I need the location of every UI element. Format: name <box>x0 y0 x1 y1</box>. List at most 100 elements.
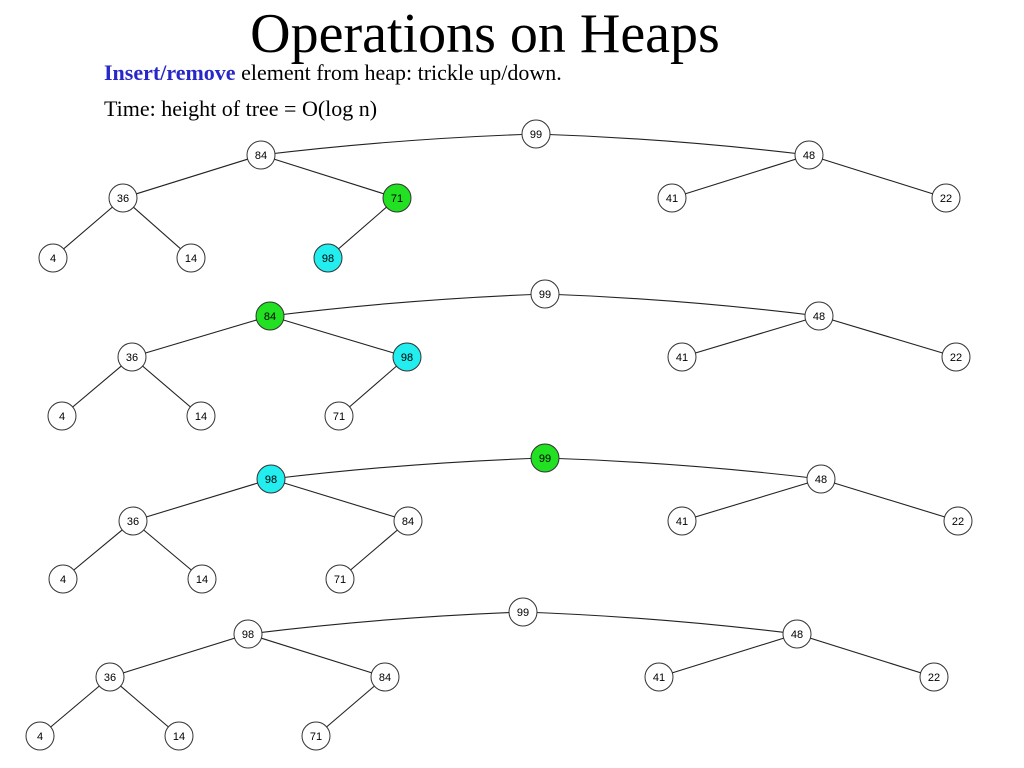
heap-node-label: 99 <box>517 607 529 619</box>
heap-node-label: 98 <box>242 629 254 641</box>
heap-node-circle <box>187 564 217 594</box>
tree-edge <box>270 478 409 522</box>
heap-node-label: 48 <box>791 629 803 641</box>
heap-node-circle <box>164 721 194 751</box>
heap-node-circle <box>644 662 674 692</box>
heap-node-14: 14 <box>187 564 217 594</box>
tree-edge <box>269 315 408 358</box>
heap-node-circle <box>530 443 560 473</box>
tree-edge <box>131 315 271 358</box>
heap-node-99: 99 <box>530 443 560 473</box>
heap-node-36: 36 <box>118 506 148 536</box>
heap-node-label: 36 <box>127 516 139 528</box>
heap-tree-step-4: 99 98 48 36 84 41 22 4 14 71 <box>25 597 949 751</box>
heap-node-circle <box>806 464 836 494</box>
heap-node-circle <box>508 597 538 627</box>
heap-node-14: 14 <box>186 401 216 431</box>
heap-node-circle <box>370 662 400 692</box>
tree-edge <box>315 676 386 737</box>
heap-node-label: 41 <box>676 516 688 528</box>
heap-node-22: 22 <box>919 662 949 692</box>
heap-node-4: 4 <box>25 721 55 751</box>
heap-node-circle <box>804 301 834 331</box>
heap-node-label: 36 <box>126 352 138 364</box>
tree-edge <box>109 633 249 678</box>
heap-node-circle <box>233 619 263 649</box>
heap-node-label: 4 <box>37 731 43 743</box>
tree-edge <box>338 356 408 417</box>
heap-node-circle <box>118 506 148 536</box>
heap-node-14: 14 <box>164 721 194 751</box>
heap-node-41: 41 <box>667 342 697 372</box>
heap-node-circle <box>255 301 285 331</box>
heap-node-circle <box>657 183 687 213</box>
tree-edge <box>131 356 202 417</box>
heap-node-label: 48 <box>815 474 827 486</box>
heap-node-circle <box>667 506 697 536</box>
heap-node-84: 84 <box>255 301 285 331</box>
tree-edge <box>52 197 124 259</box>
tree-edge <box>535 133 810 156</box>
heap-node-circle <box>943 506 973 536</box>
tree-edge <box>808 154 947 199</box>
heap-node-circle <box>667 342 697 372</box>
heap-node-label: 71 <box>333 411 345 423</box>
tree-edge <box>122 154 262 199</box>
heap-node-label: 22 <box>928 672 940 684</box>
heap-node-circle <box>392 342 422 372</box>
heap-node-22: 22 <box>931 183 961 213</box>
heap-node-label: 99 <box>539 453 551 465</box>
heap-node-84: 84 <box>393 506 423 536</box>
tree-edge <box>122 197 192 259</box>
heap-node-71: 71 <box>324 401 354 431</box>
heap-node-label: 84 <box>255 150 267 162</box>
heap-node-label: 84 <box>379 672 391 684</box>
heap-node-label: 22 <box>950 352 962 364</box>
heap-node-circle <box>521 119 551 149</box>
heap-node-99: 99 <box>508 597 538 627</box>
heap-node-label: 14 <box>196 574 208 586</box>
heap-node-label: 71 <box>334 574 346 586</box>
description-line-1: Insert/remove element from heap: trickle… <box>104 60 562 86</box>
heap-node-4: 4 <box>48 564 78 594</box>
heap-node-98: 98 <box>313 243 343 273</box>
heap-node-22: 22 <box>941 342 971 372</box>
tree-edge <box>544 457 822 480</box>
tree-edge <box>681 478 822 522</box>
heap-node-14: 14 <box>176 243 206 273</box>
heap-node-label: 4 <box>59 411 65 423</box>
description-line-2: Time: height of tree = O(log n) <box>104 96 378 121</box>
tree-edge <box>62 520 134 580</box>
heap-node-84: 84 <box>370 662 400 692</box>
heap-node-label: 22 <box>952 516 964 528</box>
heap-node-label: 98 <box>401 352 413 364</box>
heap-node-48: 48 <box>794 140 824 170</box>
heap-node-label: 48 <box>813 311 825 323</box>
heap-node-circle <box>941 342 971 372</box>
heap-node-circle <box>919 662 949 692</box>
tree-edge <box>132 478 272 522</box>
heap-node-label: 71 <box>310 731 322 743</box>
heap-node-36: 36 <box>95 662 125 692</box>
tree-edge <box>269 293 546 317</box>
heap-node-98: 98 <box>392 342 422 372</box>
heap-node-41: 41 <box>644 662 674 692</box>
heap-node-36: 36 <box>117 342 147 372</box>
heap-node-99: 99 <box>521 119 551 149</box>
tree-edge <box>61 356 133 417</box>
heap-node-84: 84 <box>246 140 276 170</box>
tree-edge <box>544 293 820 317</box>
heap-node-circle <box>38 243 68 273</box>
tree-edge <box>671 154 810 199</box>
heap-node-circle <box>176 243 206 273</box>
heap-node-36: 36 <box>108 183 138 213</box>
heap-node-71: 71 <box>325 564 355 594</box>
heap-node-circle <box>48 564 78 594</box>
tree-edge <box>658 633 798 678</box>
heap-node-circle <box>246 140 276 170</box>
heap-node-circle <box>301 721 331 751</box>
heap-node-circle <box>382 183 412 213</box>
